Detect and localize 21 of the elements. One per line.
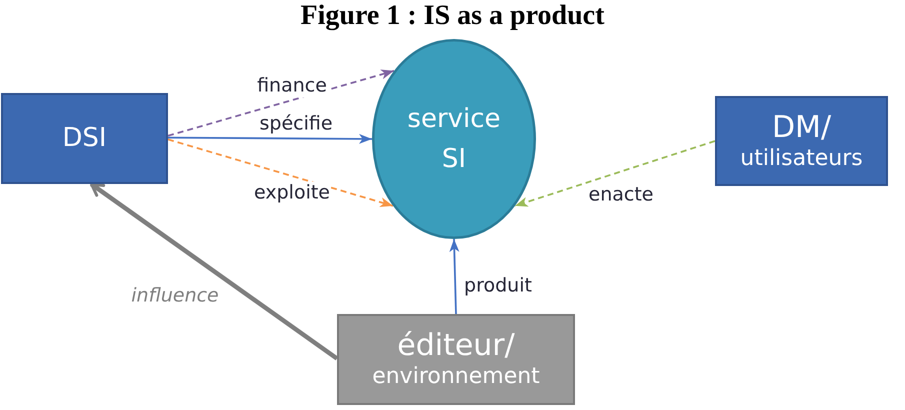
node-label: éditeur/ — [397, 328, 515, 364]
edge-label: finance — [256, 74, 328, 98]
arrow — [168, 134, 372, 144]
dashed-arrow — [514, 140, 716, 207]
arrow — [449, 238, 460, 314]
entity-box — [715, 96, 888, 186]
edge-label: exploite — [253, 182, 331, 204]
node-label: DM/ — [772, 110, 832, 146]
service-ellipse — [372, 39, 536, 239]
dashed-arrow — [168, 138, 394, 208]
figure-title: Figure 1 : IS as a product — [300, 1, 604, 32]
entity-box — [337, 314, 575, 405]
arrow — [90, 182, 338, 360]
edge-label: spécifie — [258, 112, 334, 136]
node-label: utilisateurs — [740, 146, 863, 172]
node-label: DSI — [62, 122, 107, 154]
entity-box — [1, 93, 168, 184]
edge-label: produit — [463, 274, 533, 298]
dashed-arrow — [168, 70, 394, 137]
node-label: service SI — [406, 102, 502, 176]
node-label: environnement — [372, 364, 540, 391]
